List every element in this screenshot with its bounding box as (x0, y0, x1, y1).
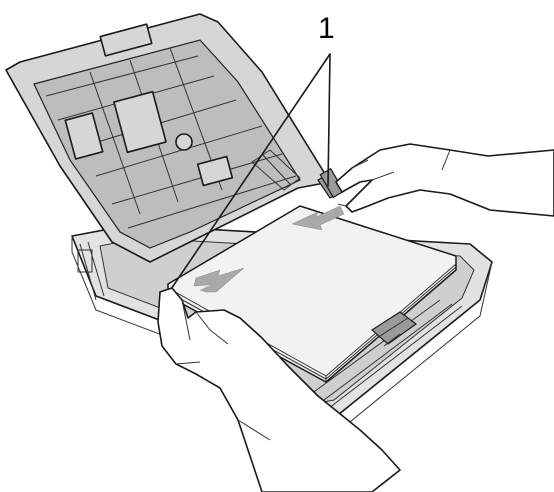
output-tray-cover (5, 13, 331, 263)
left-hand (157, 287, 401, 492)
right-hand (335, 143, 554, 217)
right-arrow-icon (193, 267, 245, 293)
left-arrow-icon (291, 205, 345, 231)
callout-number-label: 1 (318, 12, 335, 45)
paper-length-guide (371, 311, 418, 347)
paper-width-guide (317, 167, 345, 199)
callout-leader-lines (164, 53, 331, 299)
